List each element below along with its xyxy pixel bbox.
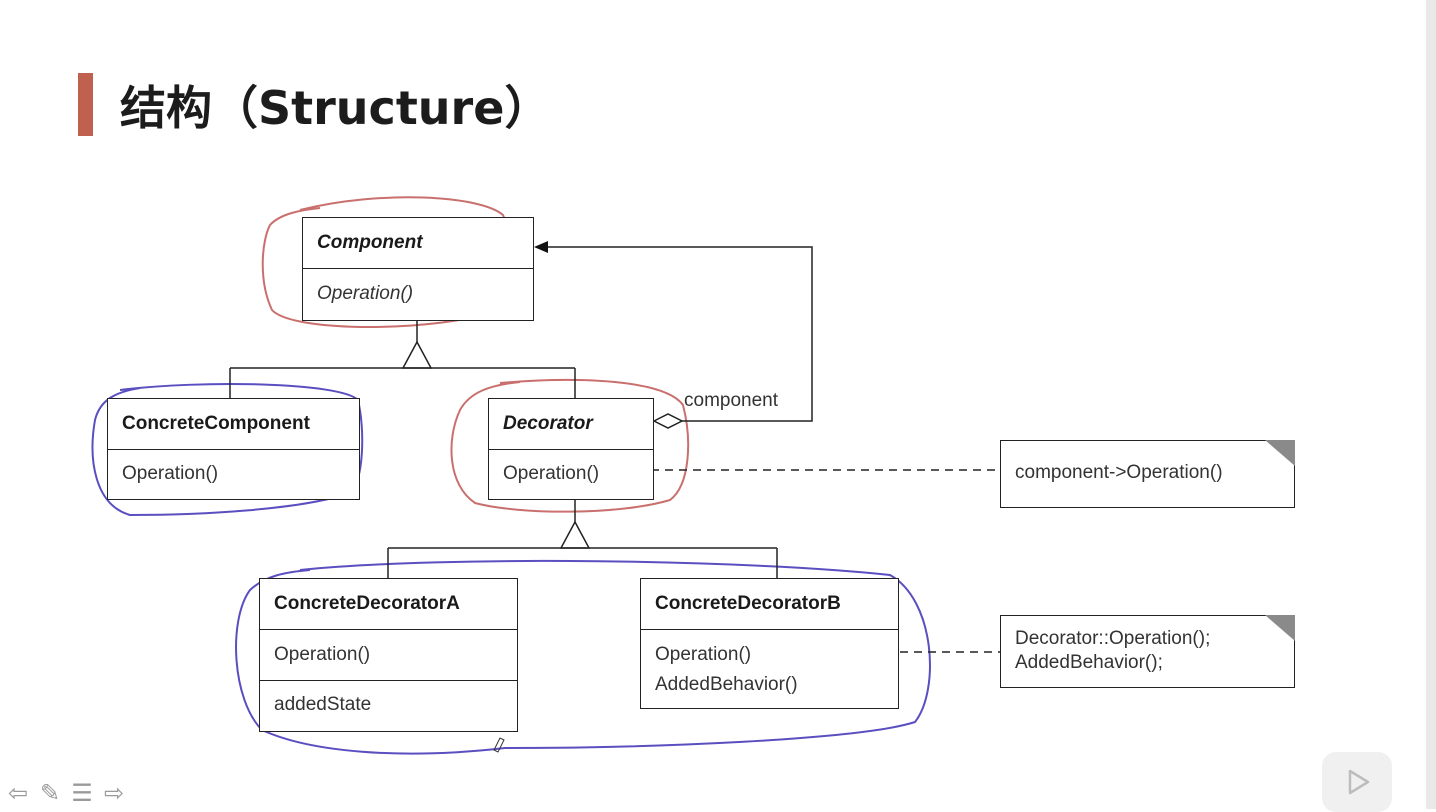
annotation-circle-concrete-component [91,383,364,517]
operation-label: AddedBehavior() [655,674,798,695]
state-label: addedState [274,694,372,715]
inheritance-arrow-decorator [559,520,591,549]
class-component: Component Operation() [302,217,534,321]
class-concrete-component: ConcreteComponent Operation() [107,398,360,500]
class-name: Decorator [503,413,593,434]
note-fold-icon [1265,440,1295,466]
operation-label: Operation() [317,283,414,304]
annotation-circle-decorator [450,378,690,513]
annotation-circle-concrete-decorators [235,559,931,755]
play-icon [1348,769,1370,795]
window-edge [1426,0,1436,809]
pen-cursor-icon [493,737,505,753]
operation-label: Operation() [274,644,371,665]
arrow-left-icon[interactable]: ⇦ [7,779,29,807]
note-line: Decorator::Operation(); [1015,628,1211,649]
note-line: component->Operation() [1015,462,1223,483]
inheritance-arrow-component [401,340,433,369]
annotation-circle-component [261,196,509,328]
slide-navigation: ⇦ ✎ ☰ ⇨ [4,779,128,807]
class-concrete-decorator-a: ConcreteDecoratorA Operation() addedStat… [259,578,518,732]
note-decorator-operation: component->Operation() [1000,440,1295,508]
class-name: ConcreteDecoratorB [655,593,841,614]
note-fold-icon [1265,615,1295,641]
operation-label: Operation() [655,644,752,665]
class-name: Component [317,232,423,253]
menu-icon[interactable]: ☰ [71,779,93,807]
note-line: AddedBehavior(); [1015,652,1163,673]
slide-title: 结构（Structure） [120,81,551,135]
class-concrete-decorator-b: ConcreteDecoratorB Operation() AddedBeha… [640,578,899,709]
arrow-right-icon[interactable]: ⇨ [103,779,125,807]
class-decorator: Decorator Operation() [488,398,654,500]
operation-label: Operation() [122,463,219,484]
pen-icon[interactable]: ✎ [39,779,61,807]
title-accent-bar [78,73,93,136]
aggregation-diamond [652,413,684,429]
class-name: ConcreteComponent [122,413,310,434]
operation-label: Operation() [503,463,600,484]
association-arrowhead [534,241,548,253]
note-concrete-decorator-b: Decorator::Operation(); AddedBehavior(); [1000,615,1295,688]
class-name: ConcreteDecoratorA [274,593,460,614]
association-label: component [684,390,779,411]
play-button[interactable] [1322,752,1392,812]
